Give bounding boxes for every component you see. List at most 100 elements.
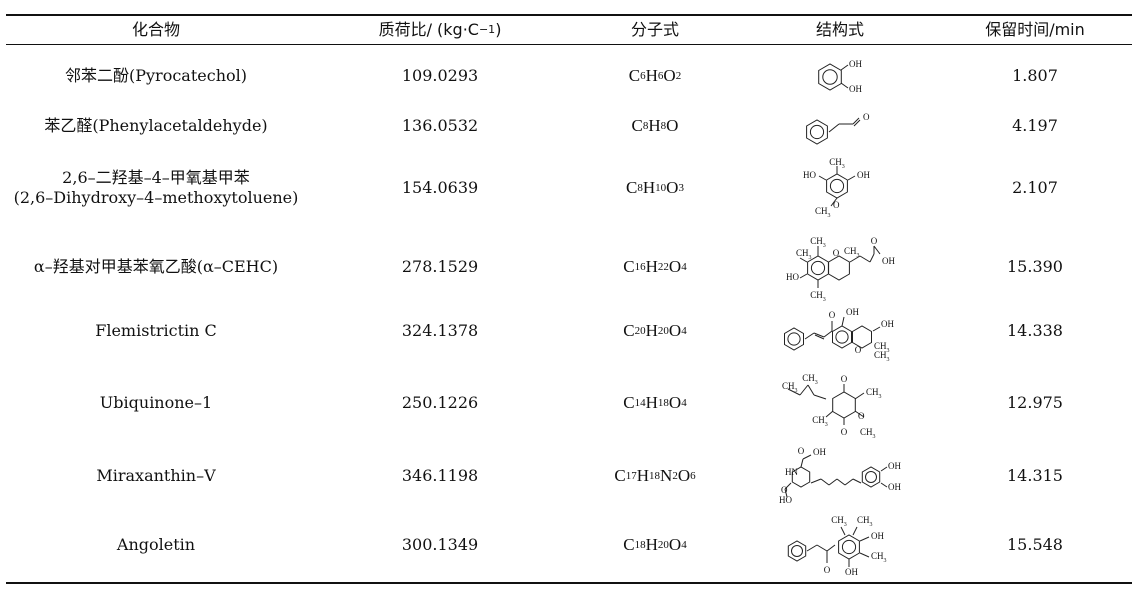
structure-label: O (832, 248, 839, 258)
structure-label: OH (857, 170, 870, 180)
structure-label: CH3 (802, 373, 818, 386)
compound-name-line: 邻苯二酚(Pyrocatechol) (65, 66, 247, 85)
header-mass-suffix: ) (495, 19, 502, 39)
structure-label: CH3 (796, 248, 812, 261)
compound-name-line: Miraxanthin–V (96, 466, 216, 485)
compound-name-line: Flemistrictin C (95, 321, 217, 340)
header-mass-charge: 质荷比/ (kg·C−1) (350, 15, 530, 44)
compound-name-line: 2,6–二羟基–4–甲氧基甲苯 (62, 168, 250, 187)
compound-name: 2,6–二羟基–4–甲氧基甲苯(2,6–Dihydroxy–4–methoxyt… (6, 152, 306, 224)
structure-label: CH3 (874, 350, 890, 361)
structure-label: O (841, 427, 848, 437)
header-compound: 化合物 (131, 19, 180, 39)
compound-name: Flemistrictin C (6, 302, 306, 360)
retention-time-value: 14.338 (1007, 321, 1063, 340)
pyrocatechol-structure: OH OH (765, 50, 915, 102)
header-mass-exp: −1 (478, 22, 496, 36)
structure-label: OH (881, 319, 894, 329)
table-top-rule (6, 14, 1132, 16)
compound-name-line: 苯乙醛(Phenylacetaldehyde) (44, 116, 268, 135)
retention-time-value: 12.975 (1007, 393, 1063, 412)
retention-time-value: 15.548 (1007, 535, 1063, 554)
phenylacetaldehyde-structure: O (765, 102, 915, 150)
structure-label: CH3 (860, 427, 876, 439)
structure-label: OH (845, 567, 858, 577)
structure-label: CH3 (810, 290, 826, 302)
structure-label: O (781, 485, 788, 495)
mass-charge-value: 109.0293 (401, 66, 479, 85)
structure-label: CH3 (866, 387, 882, 400)
structure-label: HO (779, 495, 792, 505)
structure-label: CH3 (782, 381, 798, 394)
compound-name-line: α–羟基对甲基苯氧乙酸(α–CEHC) (33, 257, 279, 276)
compound-name-line: (2,6–Dihydroxy–4–methoxytoluene) (13, 188, 299, 207)
table-bottom-rule (6, 582, 1132, 584)
compound-name: α–羟基对甲基苯氧乙酸(α–CEHC) (6, 228, 306, 306)
structure-label: CH3 (815, 206, 831, 218)
structure-label: OH (882, 256, 895, 266)
structure-label: OH (888, 482, 901, 492)
compound-name: 邻苯二酚(Pyrocatechol) (6, 50, 306, 102)
compound-name-line: Ubiquinone–1 (99, 393, 213, 412)
structure-label: CH3 (871, 551, 887, 564)
structure-label: CH3 (874, 341, 890, 354)
structure-label: OH (846, 307, 859, 317)
structure-label: OH (849, 84, 862, 94)
structure-label: HN (785, 467, 798, 477)
structure-label: HO (803, 170, 816, 180)
header-retention-time: 保留时间/min (985, 19, 1085, 39)
structure-label: O (833, 200, 840, 210)
structure-label: O (858, 411, 865, 421)
table-row: 2,6–二羟基–4–甲氧基甲苯(2,6–Dihydroxy–4–methoxyt… (0, 152, 1138, 224)
compound-name: Ubiquinone–1 (6, 362, 306, 444)
structure-label: O (863, 112, 870, 122)
header-formula: 分子式 (630, 19, 679, 39)
structure-label: OH (888, 461, 901, 471)
mass-charge-value: 250.1226 (401, 393, 479, 412)
mass-charge-value: 154.0639 (401, 178, 479, 197)
table-header-rule (6, 44, 1132, 45)
mass-charge-value: 300.1349 (401, 535, 479, 554)
compound-name: Angoletin (6, 508, 306, 582)
structure-label: CH3 (857, 515, 873, 528)
structure-label: O (828, 310, 835, 320)
retention-time-value: 15.390 (1007, 257, 1063, 276)
structure-label: CH3 (831, 515, 847, 528)
retention-time-value: 2.107 (1012, 178, 1058, 197)
structure-label: CH3 (810, 236, 826, 249)
compound-name: 苯乙醛(Phenylacetaldehyde) (6, 102, 306, 150)
structure-label: O (823, 565, 830, 575)
structure-label: HO (786, 272, 799, 282)
structure-label: OH (849, 59, 862, 69)
structure-label: O (798, 446, 805, 456)
structure-label: O (854, 345, 861, 355)
header-structure: 结构式 (815, 19, 864, 39)
structure-label: O (870, 236, 877, 246)
compound-name-line: Angoletin (116, 535, 196, 554)
structure-label: CH3 (812, 415, 828, 428)
retention-time-value: 14.315 (1007, 466, 1063, 485)
compound-name: Miraxanthin–V (6, 446, 306, 506)
mass-charge-value: 278.1529 (401, 257, 479, 276)
mass-charge-value: 346.1198 (401, 466, 479, 485)
retention-time-value: 4.197 (1012, 116, 1058, 135)
retention-time-value: 1.807 (1012, 66, 1058, 85)
structure-label: O (841, 374, 848, 384)
